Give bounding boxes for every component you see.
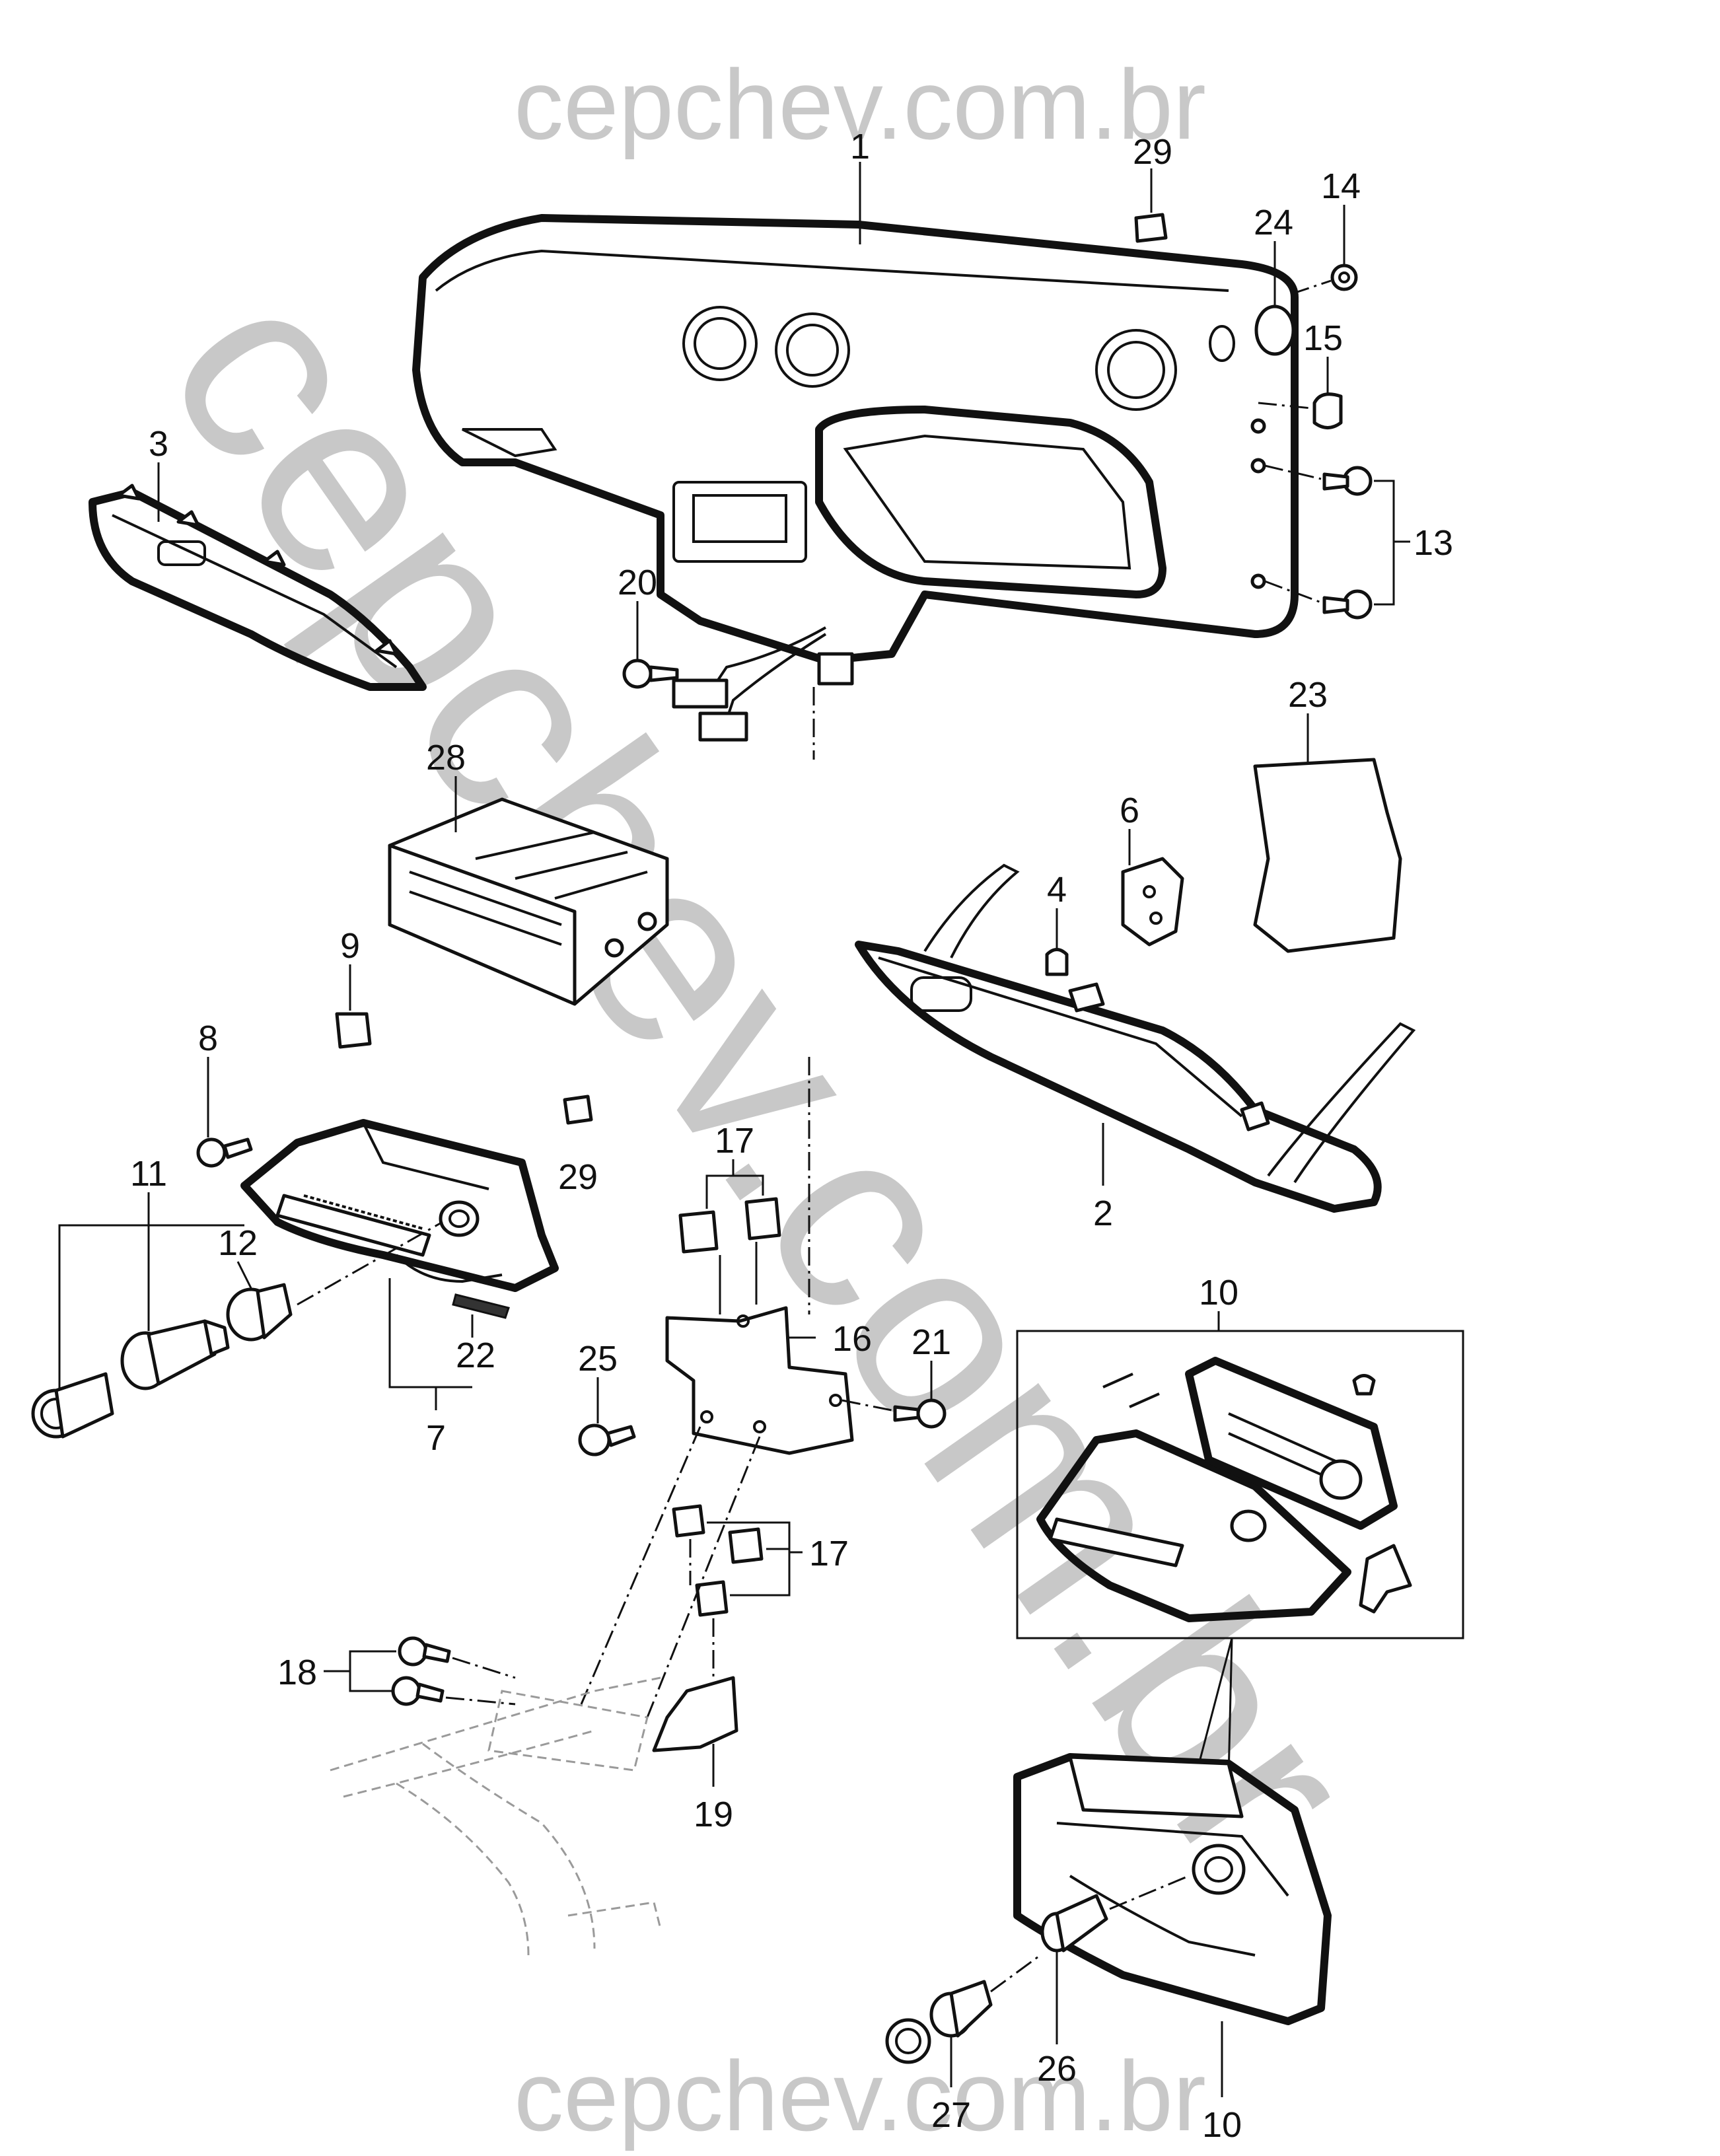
part-21-screw [842,1361,947,1429]
part-22-strip [452,1293,510,1338]
callout-8: 8 [198,1019,218,1058]
part-29-clip-top [1134,168,1168,243]
alignment-lines [580,1426,761,1718]
callout-21: 21 [912,1322,951,1362]
callout-7: 7 [426,1418,446,1458]
part-13-screws [1264,464,1410,620]
callout-19: 19 [694,1795,733,1834]
part-20-screw [622,601,679,689]
part-29-clip-mid [563,1095,593,1125]
part-8-screw [196,1057,253,1168]
part-26-lighter-socket [1040,1875,1190,2044]
part-7-ashtray-housing [240,1119,559,1410]
part-17-clips-lower [672,1504,803,1617]
callout-10-assembled: 10 [1202,2105,1242,2145]
callout-20: 20 [618,563,657,602]
callout-10-inset: 10 [1199,1273,1238,1312]
part-28-storage-box [388,776,669,1006]
part-18-screws [324,1636,516,1706]
callout-26: 26 [1037,2049,1077,2089]
part-3-trim-panel [89,462,427,691]
callout-14: 14 [1321,166,1361,206]
callout-17-upper: 17 [715,1121,754,1161]
callout-13: 13 [1414,523,1453,563]
part-10-ashtray-assembled [1013,1753,1332,2097]
part-17-clips-upper [678,1159,781,1314]
callout-27: 27 [931,2095,971,2135]
callout-28: 28 [426,738,466,777]
part-16-support-bracket [665,1057,854,1455]
callout-1: 1 [850,127,870,166]
part-10-ashtray-inset [1016,1311,1464,1778]
part-14-nut [1291,205,1358,295]
part-2-glovebox-lid [855,863,1416,1213]
part-1-dashboard [412,214,1299,665]
part-19-bracket [652,1676,738,1787]
part-12-lighter-ring [226,1221,443,1342]
callout-3: 3 [149,424,168,464]
part-23-pad [1253,713,1402,953]
part-15-plug [1258,357,1343,429]
callout-24: 24 [1254,203,1293,242]
callout-2: 2 [1093,1194,1113,1233]
inset-frame [1016,1330,1464,1639]
callout-4: 4 [1047,870,1067,910]
vehicle-body-outline [330,1676,662,1956]
part-9-clip [335,964,372,1049]
part-6-bracket [1121,829,1184,947]
callout-29-mid: 29 [558,1157,598,1197]
callout-16: 16 [832,1319,872,1359]
part-11-cigarette-lighter [31,1192,244,1439]
part-27-lighter-knob [885,1954,1041,2087]
callout-9: 9 [340,926,360,966]
callout-25: 25 [578,1339,618,1379]
callout-23: 23 [1288,675,1328,715]
watermark-bottom: cepchev.com.br [514,2040,1206,2151]
part-4-bumper [1045,908,1069,976]
watermark-top: cepchev.com.br [514,49,1206,160]
callout-18: 18 [277,1653,317,1692]
callout-29-top: 29 [1133,132,1172,172]
callout-6: 6 [1120,791,1139,830]
callout-22: 22 [456,1336,495,1375]
part-25-screw [578,1377,636,1456]
callout-12: 12 [218,1223,258,1263]
wiring-harness [672,626,854,760]
part-24-cap [1254,241,1295,356]
callout-17-lower: 17 [809,1534,849,1573]
callout-11: 11 [130,1154,167,1194]
callout-15: 15 [1303,318,1343,358]
